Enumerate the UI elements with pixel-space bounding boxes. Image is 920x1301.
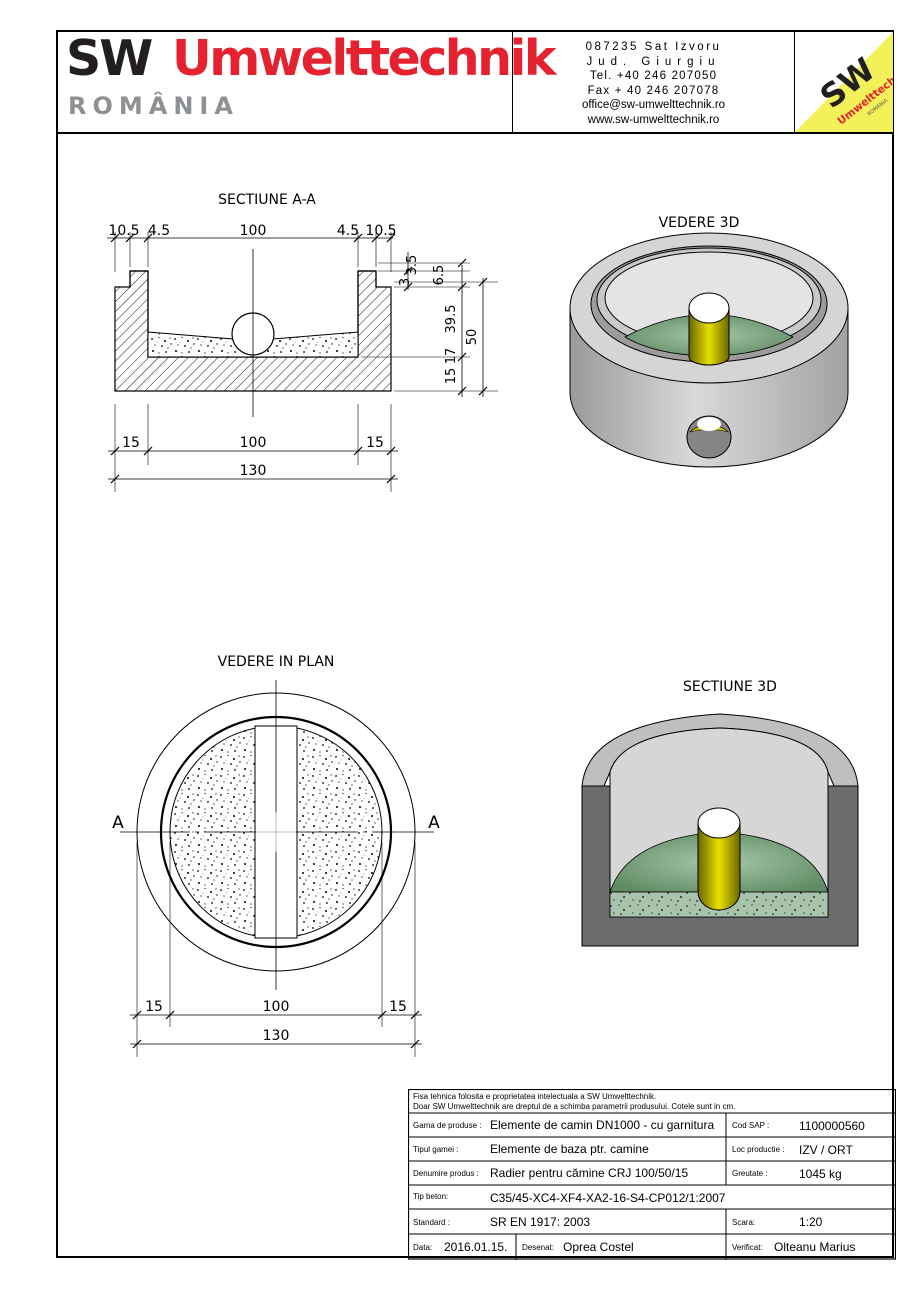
plan-dim-total: 130 <box>263 1028 290 1044</box>
dim-top-3: 100 <box>240 223 267 239</box>
standard-label: Standard : <box>413 1218 450 1227</box>
section-3d-view: SECTIUNE 3D <box>581 679 859 947</box>
technical-drawings: SECTIUNE A-A 10.5 4.5 <box>107 192 859 1057</box>
date-value: 2016.01.15. <box>444 1240 508 1254</box>
title-note-line-1: Fisa tehnica folosita e proprietatea int… <box>413 1092 657 1101</box>
plan-dim-bottom-1: 15 <box>145 999 163 1015</box>
section-aa-view: SECTIUNE A-A 10.5 4.5 <box>107 192 498 492</box>
company-logo: SW Umwelttechnik ROMÂNIA <box>58 30 556 132</box>
view-3d-title: VEDERE 3D <box>659 215 740 231</box>
standard-value: SR EN 1917: 2003 <box>490 1215 591 1229</box>
dim-bottom-2: 100 <box>240 435 267 451</box>
dim-top-1: 10.5 <box>108 223 139 239</box>
checked-by-value: Olteanu Marius <box>774 1240 856 1254</box>
drawing-sheet: SW Umwelttechnik ROMÂNIA 087235 Sat Izvo… <box>56 30 896 1260</box>
header: SW Umwelttechnik ROMÂNIA 087235 Sat Izvo… <box>58 30 893 134</box>
dim-bottom-1: 15 <box>122 435 140 451</box>
concrete-type-label: Tip beton: <box>413 1192 449 1201</box>
product-name-label: Denumire produs : <box>413 1169 479 1178</box>
dim-top-5: 10.5 <box>365 223 396 239</box>
dim-right-6: 15 <box>444 368 459 385</box>
view-3d: VEDERE 3D <box>569 215 849 468</box>
sap-code-label: Cod SAP : <box>732 1121 770 1130</box>
phone-line: Tel. +40 246 207050 <box>589 70 718 82</box>
weight-label: Greutate : <box>732 1169 768 1178</box>
production-site-value: IZV / ORT <box>799 1143 853 1157</box>
section-aa-title: SECTIUNE A-A <box>218 192 316 208</box>
dim-right-1: 3.5 <box>405 255 420 276</box>
logo-umwelttechnik-text: Umwelttechnik <box>172 30 556 87</box>
plan-view: VEDERE IN PLAN A A 15 100 1 <box>112 654 440 1057</box>
contact-info: 087235 Sat Izvoru Jud. Giurgiu Tel. +40 … <box>513 40 794 127</box>
plan-view-title: VEDERE IN PLAN <box>218 654 335 670</box>
scale-value: 1:20 <box>799 1215 823 1229</box>
range-type-value: Elemente de baza ptr. camine <box>490 1142 649 1156</box>
dim-total: 130 <box>240 463 267 479</box>
dim-top-2: 4.5 <box>148 223 170 239</box>
address-line: 087235 Sat Izvoru <box>585 41 722 53</box>
dim-right-2: 3 <box>398 278 413 286</box>
title-block: Fisa tehnica folosita e proprietatea int… <box>408 1089 896 1260</box>
date-label: Data: <box>413 1243 433 1252</box>
logo-sw-text: SW <box>66 30 153 87</box>
dim-right-5: 50 <box>465 329 480 346</box>
plan-dim-bottom-3: 15 <box>389 999 407 1015</box>
production-site-label: Loc productie : <box>732 1145 785 1154</box>
section-mark-right: A <box>428 813 440 833</box>
website-line: www.sw-umwelttechnik.ro <box>587 113 720 126</box>
range-type-label: Tipul gamei : <box>413 1145 459 1154</box>
logo-badge: SW Umwelttechnik ROMÂNIA <box>794 32 893 132</box>
county-line: Jud. Giurgiu <box>586 55 721 68</box>
dim-right-7: 17 <box>444 348 459 365</box>
plan-dim-bottom-2: 100 <box>263 999 290 1015</box>
fax-line: Fax + 40 246 207078 <box>587 84 720 97</box>
product-name-value: Radier pentru cămine CRJ 100/50/15 <box>490 1166 689 1180</box>
product-range-value: Elemente de camin DN1000 - cu garnitura <box>490 1118 715 1132</box>
sap-code-value: 1100000560 <box>799 1119 865 1133</box>
dim-right-3: 6.5 <box>432 265 447 286</box>
dim-right-4: 39.5 <box>444 305 459 334</box>
dim-bottom-3: 15 <box>366 435 384 451</box>
product-range-label: Gama de produse : <box>413 1121 482 1130</box>
section-3d-title: SECTIUNE 3D <box>683 679 777 695</box>
email-line: office@sw-umwelttechnik.ro <box>581 99 726 111</box>
scale-label: Scara: <box>732 1218 756 1227</box>
dim-top-4: 4.5 <box>337 223 359 239</box>
section-mark-left: A <box>112 813 124 833</box>
weight-value: 1045 kg <box>799 1167 842 1181</box>
title-note-line-2: Doar SW Umwelttechnik are dreptul de a s… <box>413 1102 736 1111</box>
checked-by-label: Verificat: <box>732 1243 763 1252</box>
drawn-by-value: Oprea Costel <box>563 1240 634 1254</box>
logo-romania-text: ROMÂNIA <box>68 92 239 120</box>
concrete-type-value: C35/45-XC4-XF4-XA2-16-S4-CP012/1:2007 <box>490 1191 726 1205</box>
drawn-by-label: Desenat: <box>522 1243 555 1252</box>
